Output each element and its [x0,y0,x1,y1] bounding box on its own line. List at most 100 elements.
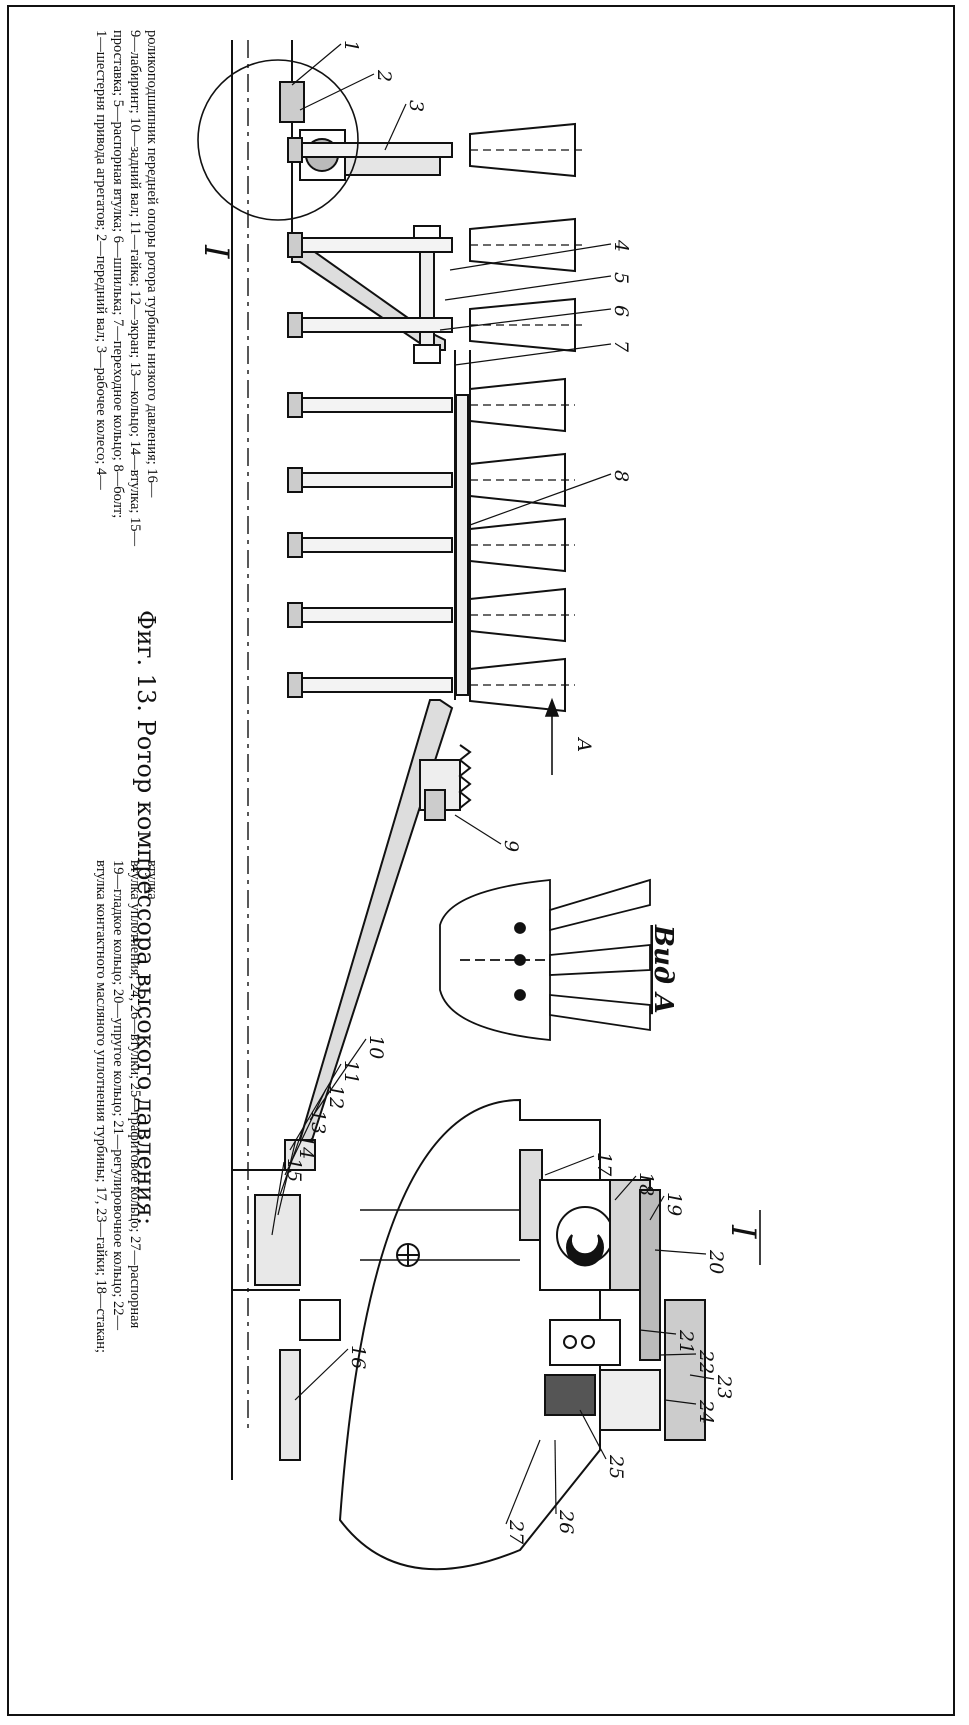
view-arrow-label: А [573,736,595,752]
rotor-blade [469,452,566,508]
detail-callout-leader [664,1399,697,1405]
detail-callout-number: 17 [593,1152,615,1177]
disk-hub [287,312,303,338]
callout-number: 7 [610,340,632,353]
callout-leader [271,1161,285,1236]
disk-hub [287,467,303,493]
callout-leader [277,1138,297,1216]
legend-line: втулка контактного масляного уплотнения … [93,860,109,1353]
detail-callout-number: 19 [663,1192,685,1216]
callout-leader [309,1038,367,1121]
callout-number: 9 [500,840,522,852]
detail-mark: I [723,1210,763,1265]
rotor-disk [291,537,453,553]
callout-number: 16 [347,1345,369,1369]
rear-bearing-assembly [232,1139,341,1461]
disk-hub [287,137,303,163]
disk-hub [287,532,303,558]
callout-leader [291,43,342,86]
disk-stack [287,122,585,713]
callout-number: 11 [340,1060,362,1084]
disk-hub [287,232,303,258]
callout-leader [279,1113,309,1196]
callout-number: 15 [283,1158,305,1182]
callout-leader [469,473,612,526]
detail-callout-number: 20 [705,1249,727,1274]
legend-line: 1—шестерня привода агрегатов; 2—передний… [93,30,109,490]
callout-leader [289,1063,342,1151]
callout-leader [444,275,612,301]
detail-callout-leader [544,1155,595,1176]
page-frame [7,5,955,1716]
legend-line: втулка [144,860,160,900]
detail-callout-leader [689,1374,715,1380]
detail-callout-number: 27 [505,1519,527,1545]
view-a-inset [439,878,651,1041]
detail-i-drawing [338,1098,706,1571]
callout-leader [299,73,375,111]
rotor-disk [291,317,453,333]
callout-number: 3 [405,100,427,112]
rotor-disk [291,142,453,158]
detail-callout-leader [659,1353,697,1356]
callout-number: 12 [325,1085,347,1109]
detail-circle-i [197,59,359,221]
callout-leader [454,343,612,366]
rotor-disk [291,397,453,413]
callout-number: 14 [295,1135,317,1159]
disk-hub [287,672,303,698]
legend-right: втулка контактного масляного уплотнения … [93,860,160,1353]
callout-number: 13 [307,1110,329,1134]
caption-block: Фиг. 13. Ротор компрессора высокого давл… [132,610,160,1225]
detail-callout-leader [554,1439,557,1515]
callout-number: 2 [373,69,395,82]
callout-leader [439,308,612,331]
drive-gear [279,81,305,123]
detail-callout-leader [649,1195,665,1221]
detail-callout-number: 26 [555,1509,577,1534]
callout-number: 4 [610,239,632,252]
callout-leader [294,1348,349,1401]
legend-line: 19—гладкое кольцо; 20—упругое кольцо; 21… [110,860,126,1330]
section-mark-label: I [196,244,236,259]
rotor-blade [469,657,566,713]
legend-left: 1—шестерня привода агрегатов; 2—передний… [93,30,160,547]
labyrinth-seal [419,744,472,821]
callout-leader [384,103,407,151]
callout-number: 10 [365,1035,387,1059]
callout-number: 5 [610,272,632,284]
legend-line: роликоподшипник передней опоры ротора ту… [144,30,160,498]
rotor-disk [291,607,453,623]
callout-leader [454,814,502,845]
rotor-blade [469,587,566,643]
callout-number: 8 [610,470,632,482]
detail-callout-number: 25 [605,1454,627,1479]
detail-mark-label: I [723,1224,763,1239]
callout-number: 1 [340,40,362,52]
legend-line: 9—лабиринт; 10—задний вал; 11—гайка; 12—… [127,30,143,547]
rotor-blade [469,377,566,433]
detail-callout-number: 18 [635,1172,657,1196]
view-a-label: Вид А [648,924,678,1014]
detail-callout-number: 24 [695,1399,717,1424]
rotor-disk [291,237,453,253]
detail-callout-number: 21 [675,1329,697,1354]
detail-callout-leader [614,1175,637,1201]
stud-nut [413,344,441,364]
figure-title: Фиг. 13. Ротор компрессора высокого давл… [132,610,160,1225]
legend-line: втулка уплотнения; 24, 26—втулки; 25—гра… [127,860,143,1329]
detail-callout-leader [639,1329,677,1335]
view-arrow-a [544,697,560,775]
disk-hub [287,392,303,418]
detail-callout-leader [654,1249,707,1255]
detail-callout-leader [505,1439,541,1525]
callout-number: 6 [610,305,632,317]
rotor-disk [291,472,453,488]
rotor-blade [469,517,566,573]
detail-callout-leader [579,1409,607,1460]
rotor-disk [291,677,453,693]
disk-hub [287,602,303,628]
